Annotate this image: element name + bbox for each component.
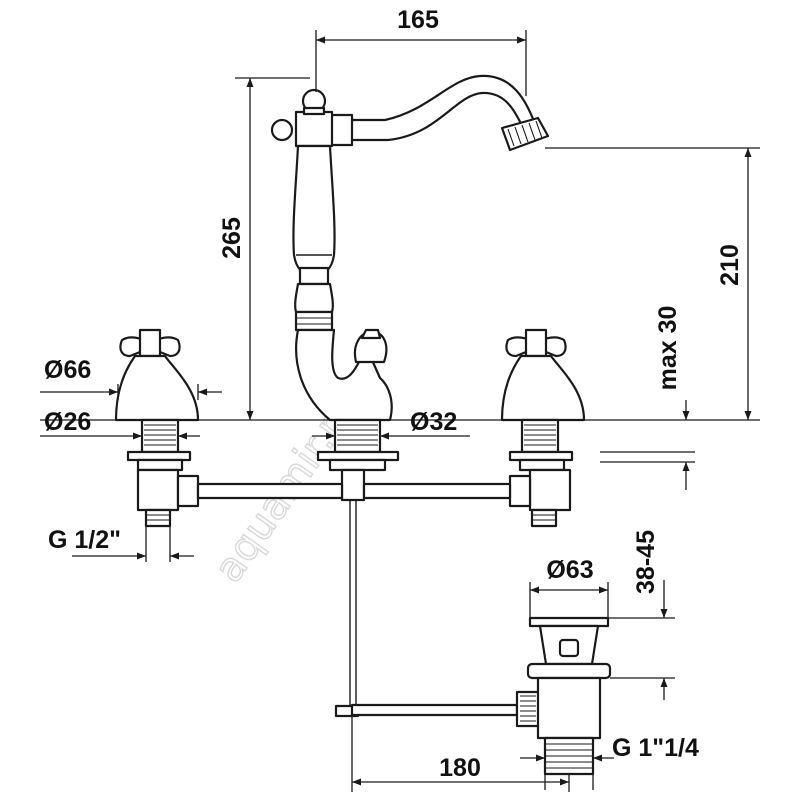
dim-label-base-diameter: Ø26 [44,408,91,436]
dim-label-265: 265 [218,217,246,259]
connecting-pipe [196,482,512,500]
drain-rod [334,500,541,728]
dim-label-drain-thread: G 1"1/4 [612,734,699,762]
dimension-lines [40,30,760,792]
dim-label-max-30: max 30 [654,306,682,391]
dim-label-drain-range: 38-45 [632,530,660,594]
pop-up-waste [526,616,612,776]
spout [270,74,550,502]
dim-label-handle-diameter: Ø66 [44,356,91,384]
dim-label-spout-base-diameter: Ø32 [410,408,457,436]
right-handle [500,328,586,528]
left-handle [114,328,200,528]
dim-label-210: 210 [716,244,744,286]
dim-label-165: 165 [397,6,439,34]
dim-label-180: 180 [439,754,481,782]
dim-label-inlet-thread: G 1/2" [48,526,121,554]
dim-label-drain-diameter: Ø63 [546,556,593,584]
